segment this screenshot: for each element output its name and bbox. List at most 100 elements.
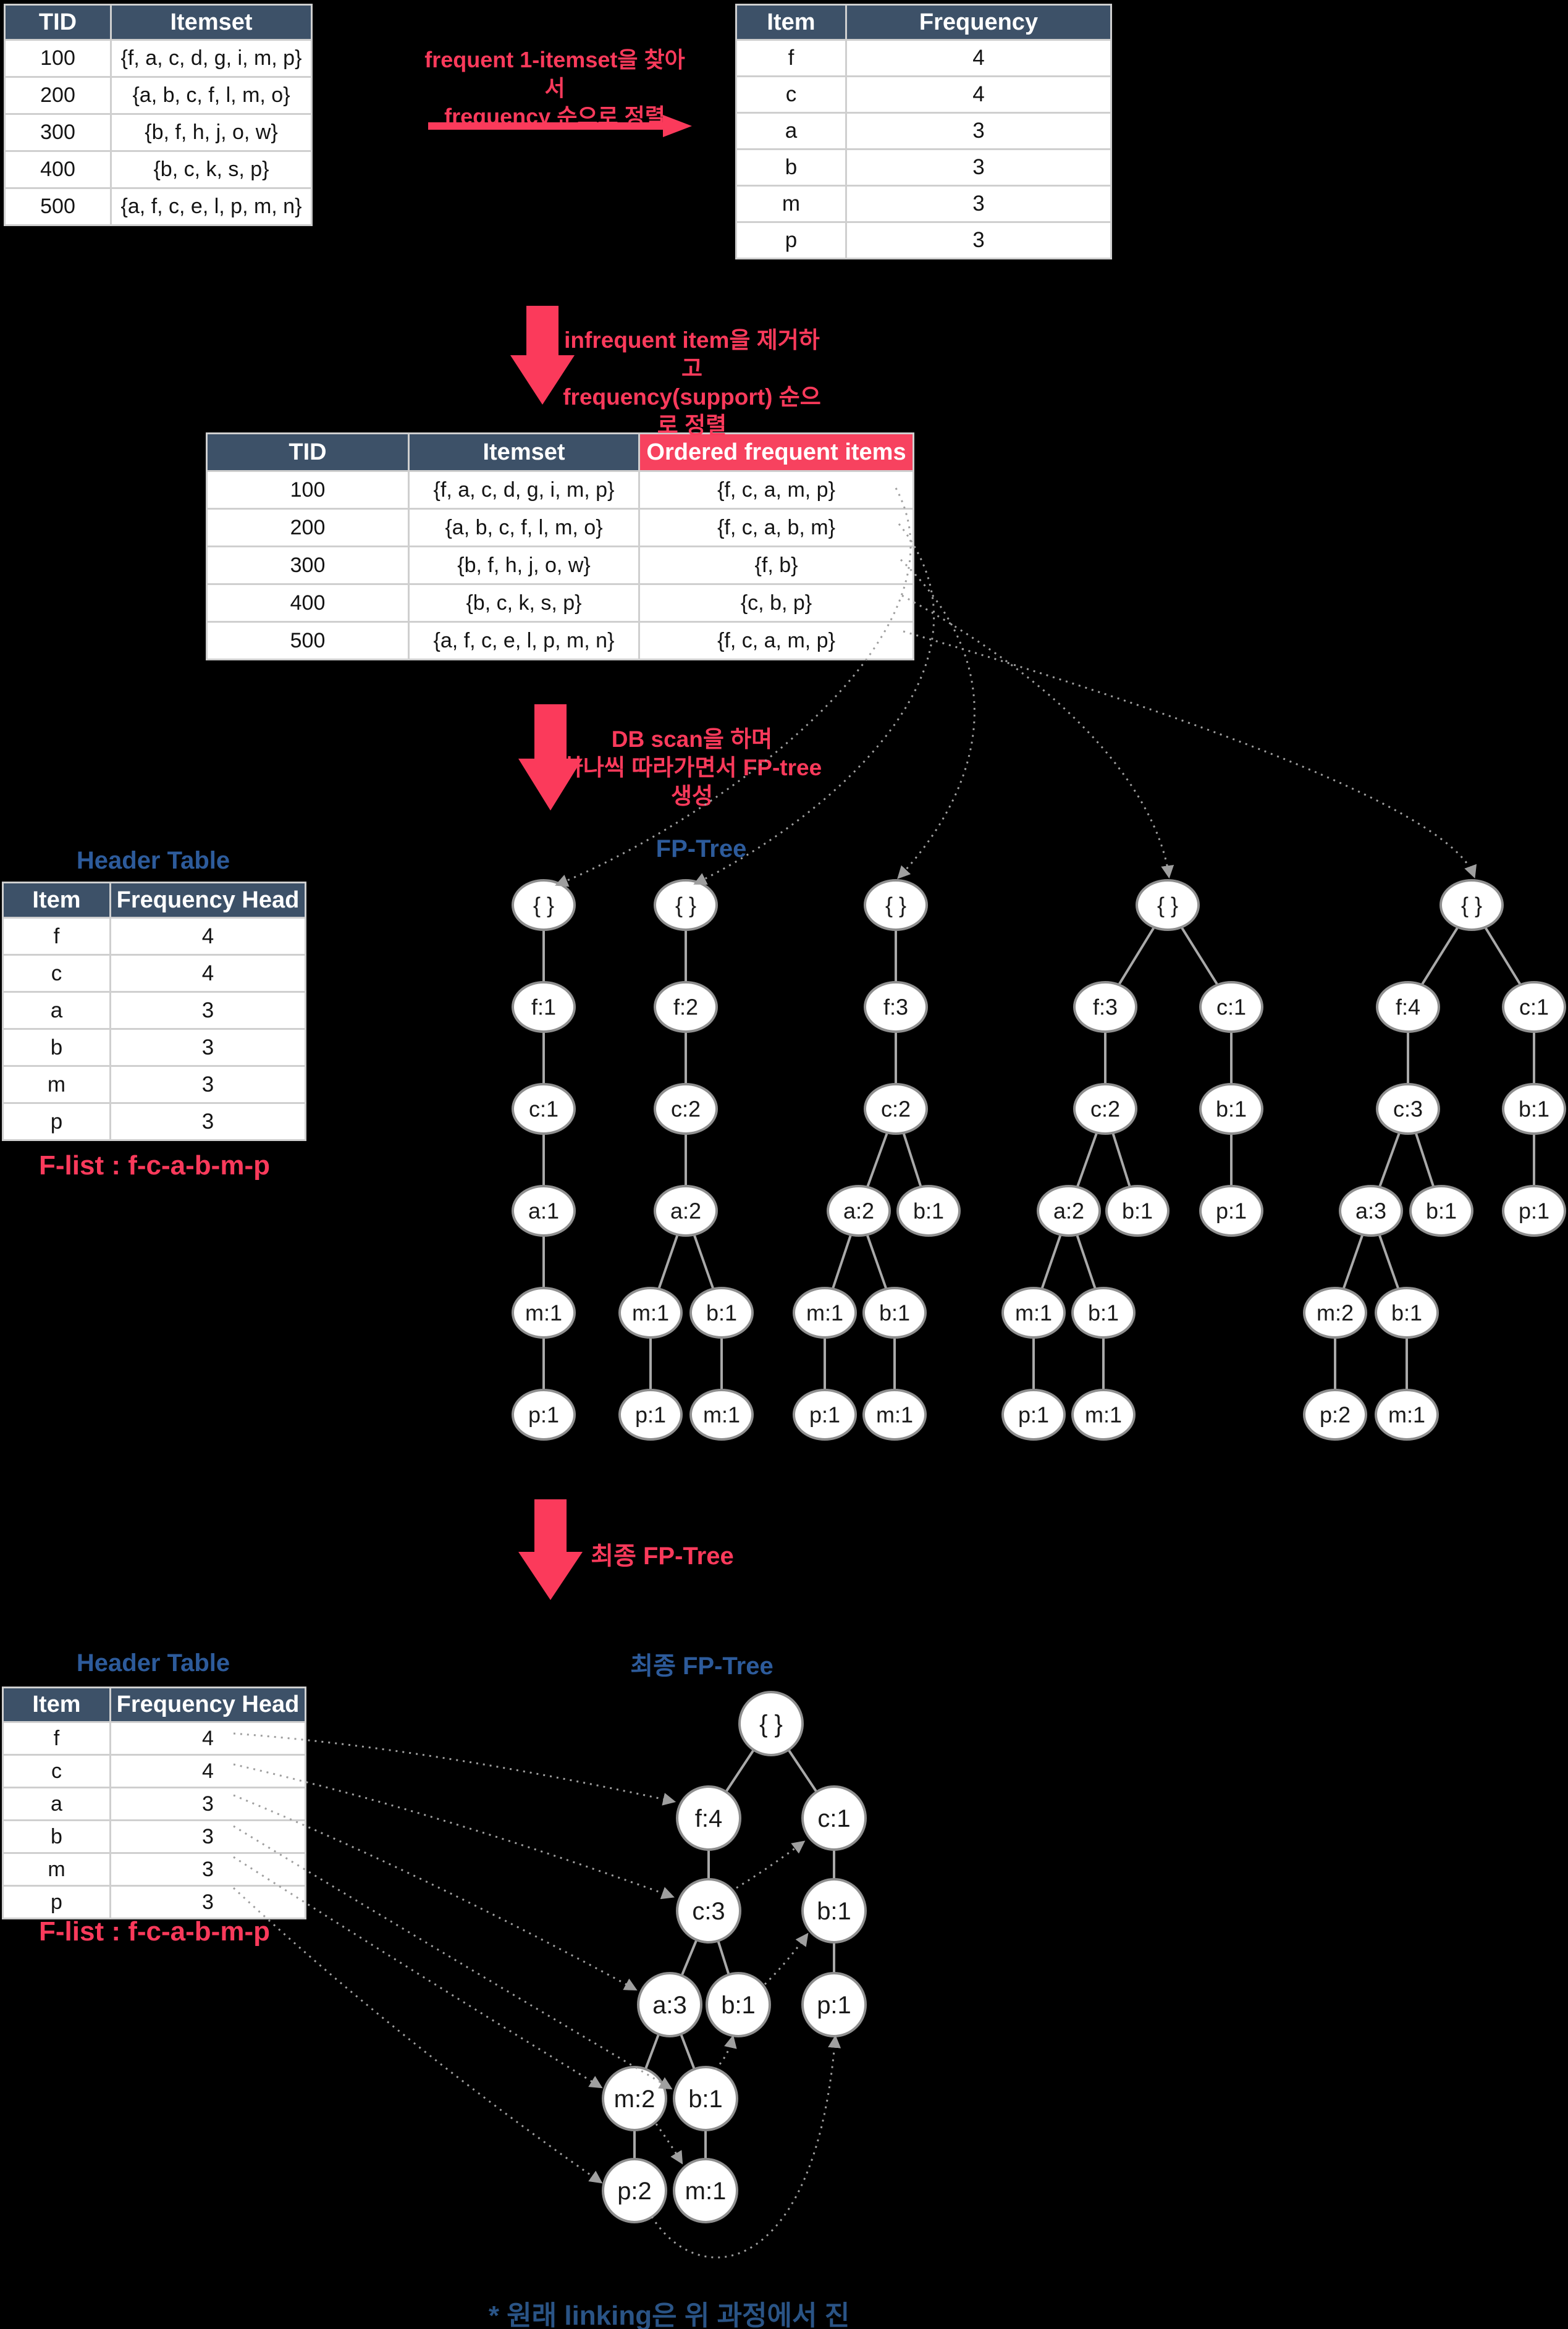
cell: {b, f, h, j, o, w}: [110, 113, 313, 152]
final-fp-tree-node: [602, 2066, 667, 2131]
fp-tree-step4-edge: [1104, 1108, 1139, 1211]
fp-tree-step5-node: [1502, 981, 1566, 1033]
final-fp-tree-node-label: b:1: [688, 2086, 723, 2113]
fp-tree-step5-edge: [1407, 904, 1473, 1008]
fp-tree-step1-node-label: p:1: [528, 1402, 559, 1428]
final-fp-tree-node-label: a:3: [652, 1992, 687, 2019]
fp-tree-step5-node: [1303, 1287, 1367, 1339]
final-fp-tree-edge: [770, 1722, 835, 1819]
cell: b: [735, 148, 847, 187]
fp-tree-step4-node: [1071, 1287, 1136, 1339]
fp-tree-step3-node-label: c:2: [881, 1097, 911, 1122]
fp-tree-step4-edge: [1068, 1108, 1106, 1211]
fp-tree-step1-node: [512, 1389, 576, 1441]
fp-tree-step3-node-label: m:1: [806, 1300, 843, 1326]
fp-tree-step5-node-label: f:4: [1396, 995, 1420, 1020]
cell: {a, f, c, e, l, p, m, n}: [110, 187, 313, 226]
fp-tree-step4-node-label: m:1: [1015, 1300, 1052, 1326]
fp-tree-step5-edge: [1370, 1210, 1408, 1313]
footnote: * 원래 linking은 위 과정에서 진행되는 것!: [488, 2301, 850, 2329]
cell: f: [735, 39, 847, 77]
cell: 200: [4, 76, 112, 115]
final-fp-tree-node-label: m:2: [614, 2086, 655, 2113]
cell: {f, a, c, d, g, i, m, p}: [110, 39, 313, 78]
cell: 4: [109, 1754, 306, 1788]
cell: c: [735, 75, 847, 114]
fp-tree-step3-node-label: a:2: [843, 1198, 874, 1224]
final-fp-tree-node: [602, 2158, 667, 2223]
cell: c: [2, 1754, 111, 1788]
fp-tree-step1-node-label: c:1: [529, 1097, 558, 1122]
cell: 400: [4, 150, 112, 189]
cell: 100: [4, 39, 112, 78]
fp-tree-step3-node-label: { }: [885, 893, 906, 918]
cell: a: [735, 112, 847, 150]
final-fp-tree-edge: [633, 2004, 671, 2099]
cell: c: [2, 954, 111, 993]
fp-tree-step3-node: [864, 879, 928, 931]
annotation-line: DB scan을 하며: [611, 726, 773, 752]
cell: 200: [206, 508, 410, 547]
cell: 4: [845, 39, 1112, 77]
fp-tree-step4-node-label: p:1: [1018, 1402, 1049, 1428]
fp-tree-step2-node-label: m:1: [632, 1300, 669, 1326]
fp-tree-step3-node: [793, 1389, 857, 1441]
fp-tree-step3-node: [793, 1287, 857, 1339]
cell: a: [2, 991, 111, 1030]
fp-tree-step4-node: [1199, 981, 1263, 1033]
final-fp-tree-node: [637, 1972, 702, 2037]
cell: a: [2, 1787, 111, 1821]
final-fp-tree-node: [673, 2066, 738, 2131]
fp-tree-step2-node: [618, 1287, 683, 1339]
column-header: Frequency Head: [109, 1687, 306, 1723]
cell: 3: [109, 1102, 306, 1141]
fp-tree-step1-node-label: m:1: [525, 1300, 562, 1326]
cell: {a, b, c, f, l, m, o}: [110, 76, 313, 115]
fp-tree-step5-node: [1502, 1185, 1566, 1237]
fp-tree-step2-node: [654, 981, 718, 1033]
cell: {f, a, c, d, g, i, m, p}: [408, 470, 640, 510]
cell: {f, b}: [638, 545, 914, 585]
column-header: Item: [2, 1687, 111, 1723]
fp-tree-step3-node-label: m:1: [876, 1402, 913, 1428]
column-header: TID: [206, 432, 410, 472]
fp-tree-step2-node-label: m:1: [703, 1402, 740, 1428]
fp-tree-step3-edge: [824, 1210, 860, 1313]
table-row: 400{b, c, k, s, p}{c, b, p}: [206, 583, 914, 623]
fp-tree-step2-node-label: p:1: [635, 1402, 666, 1428]
fp-tree-step2-node: [689, 1389, 754, 1441]
fp-tree-step5-node: [1376, 981, 1440, 1033]
cell: 500: [4, 187, 112, 226]
fp-tree-step2-node-label: f:2: [673, 995, 698, 1020]
node-link-b-mid-to-b-right: [764, 1932, 809, 1986]
fp-tree-step5-node: [1376, 1083, 1440, 1135]
cell: {b, c, k, s, p}: [408, 583, 640, 623]
cell: {b, f, h, j, o, w}: [408, 545, 640, 585]
cell: p: [2, 1102, 111, 1141]
node-link-c3-to-c1: [736, 1840, 806, 1889]
fp-tree-step1-node-label: f:1: [531, 995, 556, 1020]
fp-tree-step3-node: [827, 1185, 891, 1237]
table-row: 100{f, a, c, d, g, i, m, p}: [4, 39, 313, 78]
column-header: Item: [2, 882, 111, 919]
fp-tree-step4-node: [1199, 1185, 1263, 1237]
row-to-tree-arrow-4: [901, 594, 1174, 879]
fp-tree-step4-node: [1073, 1083, 1137, 1135]
table-row: 300{b, f, h, j, o, w}{f, b}: [206, 545, 914, 585]
fp-tree-step4-node-label: m:1: [1085, 1402, 1122, 1428]
final-fp-tree-node: [738, 1691, 804, 1756]
column-header: TID: [4, 4, 112, 41]
cell: 3: [109, 1852, 306, 1887]
fp-tree-step2-node-label: b:1: [706, 1300, 737, 1326]
cell: 500: [206, 621, 410, 660]
final-fp-tree-node: [676, 1878, 741, 1944]
f-list-label-mid: F-list : f-c-a-b-m-p: [39, 1150, 270, 1181]
